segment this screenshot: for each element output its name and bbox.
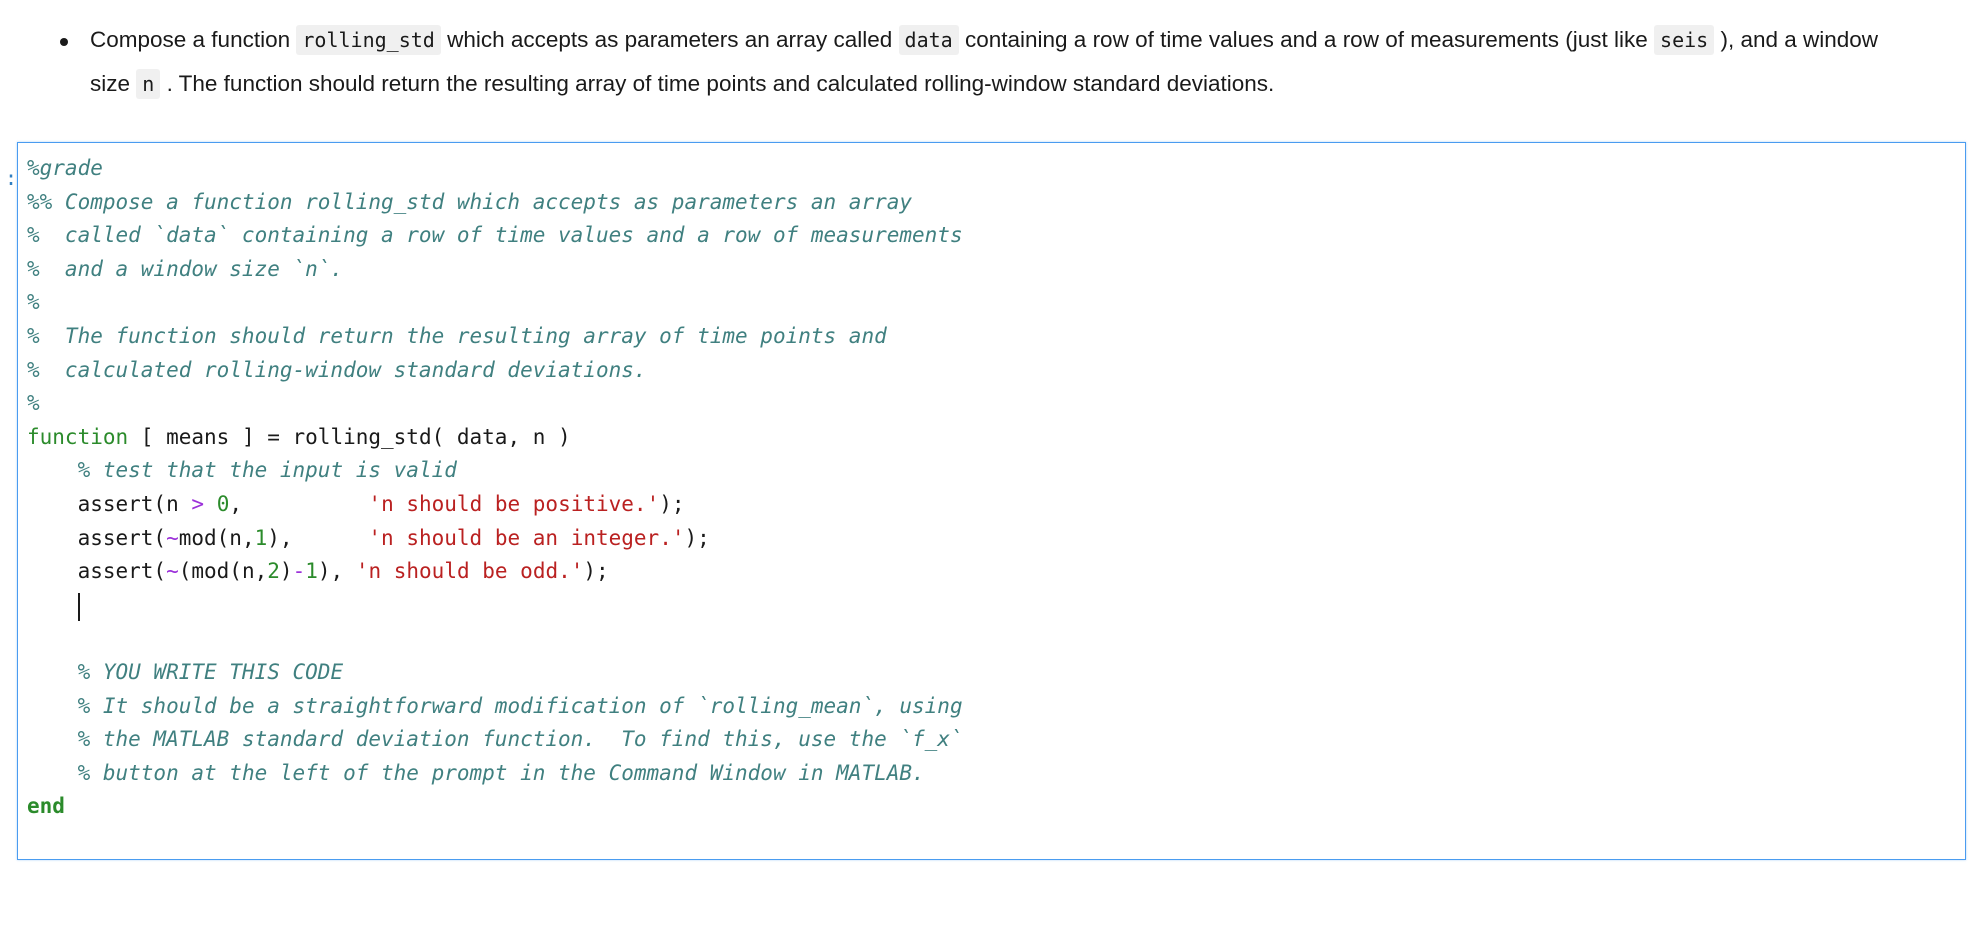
- code-line[interactable]: end: [27, 790, 1965, 824]
- code-line[interactable]: % calculated rolling-window standard dev…: [27, 354, 1965, 388]
- code-token-comment: %: [27, 391, 40, 416]
- code-token-number: 1: [305, 559, 318, 584]
- cell-prompt-label: :: [4, 166, 17, 190]
- code-token-comment: % the MATLAB standard deviation function…: [77, 727, 963, 752]
- text-run: containing a row of time values and a ro…: [958, 27, 1655, 52]
- code-line[interactable]: % called `data` containing a row of time…: [27, 219, 1965, 253]
- text-run: . The function should return the resulti…: [160, 71, 1275, 96]
- code-line[interactable]: % test that the input is valid: [27, 454, 1965, 488]
- code-line[interactable]: assert(~mod(n,1), 'n should be an intege…: [27, 522, 1965, 556]
- code-line[interactable]: % The function should return the resulti…: [27, 320, 1965, 354]
- code-line[interactable]: % the MATLAB standard deviation function…: [27, 723, 1965, 757]
- code-token-string: 'n should be an integer.': [368, 525, 685, 550]
- code-token-number: 2: [267, 559, 280, 584]
- bullet-rich-text: Compose a function rolling_std which acc…: [90, 25, 1879, 99]
- code-token-operator: -: [292, 559, 306, 584]
- code-token-plain: assert(n: [27, 491, 192, 516]
- code-line[interactable]: % button at the left of the prompt in th…: [27, 757, 1965, 791]
- code-token-operator: ~: [166, 559, 179, 584]
- inline-code: n: [136, 69, 161, 99]
- code-token-plain: [27, 761, 78, 785]
- code-token-plain: [27, 727, 78, 751]
- code-token-plain: ),: [317, 559, 356, 584]
- code-token-comment: % called `data` containing a row of time…: [27, 223, 963, 248]
- text-run: which accepts as parameters an array cal…: [440, 27, 899, 52]
- code-line[interactable]: assert(n > 0, 'n should be positive.');: [27, 488, 1965, 522]
- code-token-kw-light: function: [27, 424, 129, 449]
- code-token-plain: [27, 660, 78, 684]
- code-token-plain: (mod(n,: [178, 559, 268, 584]
- code-token-comment: % The function should return the resulti…: [27, 323, 887, 348]
- code-line[interactable]: % YOU WRITE THIS CODE: [27, 656, 1965, 690]
- code-line[interactable]: % It should be a straightforward modific…: [27, 690, 1965, 724]
- code-token-comment: %grade: [27, 156, 103, 180]
- text-run: Compose a function: [90, 27, 297, 52]
- code-token-plain: ,: [229, 491, 369, 516]
- code-line[interactable]: %: [27, 387, 1965, 421]
- code-token-comment: % It should be a straightforward modific…: [77, 693, 963, 718]
- code-token-plain: [27, 593, 78, 617]
- code-line[interactable]: function [ means ] = rolling_std( data, …: [27, 421, 1965, 455]
- code-line[interactable]: % and a window size `n`.: [27, 253, 1965, 287]
- inline-code: data: [898, 25, 959, 55]
- code-line[interactable]: [27, 589, 1965, 623]
- inline-code: rolling_std: [296, 25, 441, 55]
- code-token-operator: >: [191, 491, 205, 516]
- code-token-comment: %: [27, 290, 40, 315]
- code-token-comment: % button at the left of the prompt in th…: [77, 760, 925, 785]
- inline-code: seis: [1654, 25, 1715, 55]
- code-token-comment: % calculated rolling-window standard dev…: [27, 357, 647, 382]
- code-editor-area[interactable]: %grade %% Compose a function rolling_std …: [18, 143, 1965, 824]
- code-token-comment: % and a window size `n`.: [27, 256, 344, 281]
- code-token-plain: mod(n,: [178, 525, 255, 550]
- code-token-number: 0: [216, 491, 230, 516]
- code-token-number: 1: [254, 525, 268, 550]
- code-token-plain: );: [659, 491, 685, 516]
- code-token-comment: % test that the input is valid: [77, 458, 457, 483]
- code-token-plain: assert(: [27, 525, 167, 550]
- code-token-operator: ~: [166, 525, 179, 550]
- code-line[interactable]: %% Compose a function rolling_std which …: [27, 186, 1965, 220]
- code-token-plain: ): [279, 559, 293, 584]
- code-token-string: 'n should be odd.': [355, 559, 584, 584]
- notebook-input-cell-wrapper[interactable]: : %grade %% Compose a function rolling_st…: [0, 142, 1974, 860]
- code-line[interactable]: %grade: [27, 152, 1965, 186]
- bullet-list: Compose a function rolling_std which acc…: [0, 18, 1974, 106]
- code-token-plain: [204, 492, 217, 516]
- code-token-string: 'n should be positive.': [368, 491, 660, 516]
- code-token-plain: );: [684, 525, 710, 550]
- code-token-plain: [ means ] = rolling_std( data, n ): [128, 424, 571, 449]
- code-token-plain: );: [583, 559, 609, 584]
- text-cursor: [77, 592, 80, 621]
- code-line[interactable]: assert(~(mod(n,2)-1), 'n should be odd.'…: [27, 555, 1965, 589]
- code-token-plain: [27, 694, 78, 718]
- code-token-keyword: end: [27, 794, 65, 819]
- code-line[interactable]: %: [27, 286, 1965, 320]
- code-token-comment: %% Compose a function rolling_std which …: [27, 189, 913, 214]
- code-cell[interactable]: %grade %% Compose a function rolling_std …: [17, 142, 1966, 860]
- text-run: ), and a window size: [90, 27, 1879, 96]
- code-token-comment: % YOU WRITE THIS CODE: [77, 659, 344, 684]
- code-line[interactable]: [27, 622, 1965, 656]
- code-token-plain: ),: [267, 525, 369, 550]
- code-token-plain: assert(: [27, 559, 167, 584]
- markdown-output-block: Compose a function rolling_std which acc…: [0, 0, 1974, 106]
- list-item: Compose a function rolling_std which acc…: [60, 18, 1910, 106]
- code-token-plain: [27, 458, 78, 482]
